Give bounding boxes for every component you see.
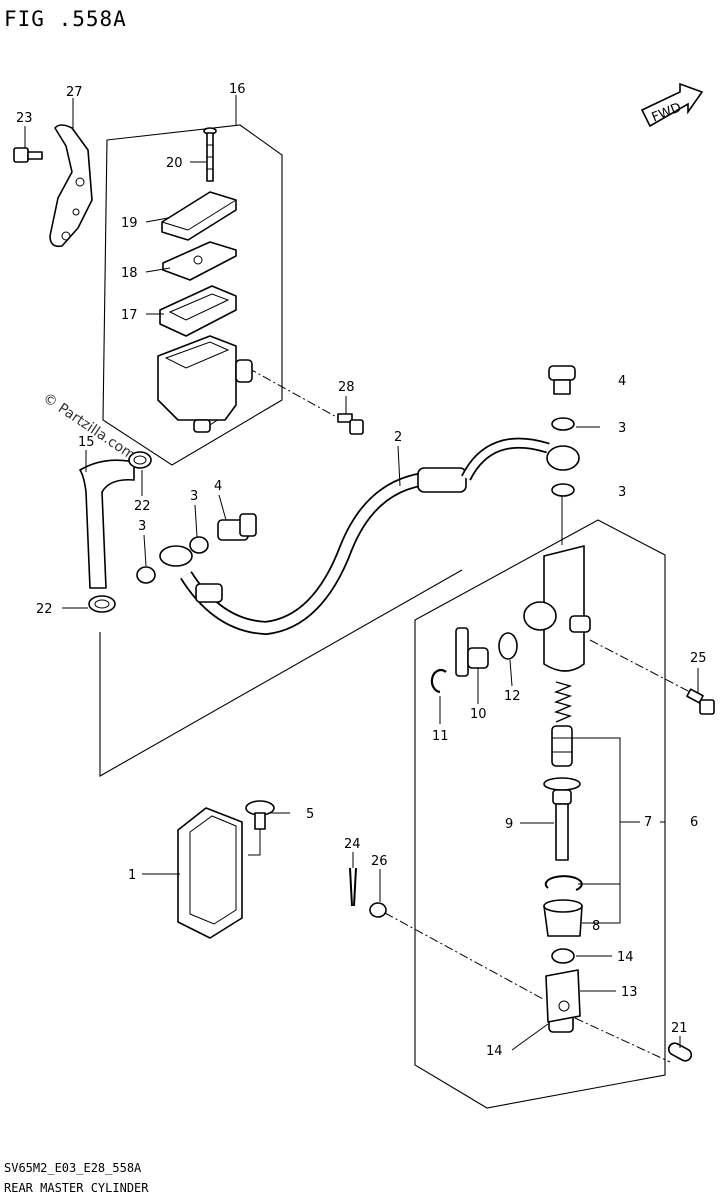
part-2-brake-hose: [159, 437, 580, 636]
callout-leaders: [24, 95, 699, 1051]
callout-12: 12: [504, 689, 521, 704]
hose-group-frame: [99, 569, 463, 777]
part-22-hose-clamp-lower: [88, 595, 116, 613]
part-9-pushrod: [543, 777, 581, 861]
callout-22-upper: 22: [134, 499, 151, 514]
callout-2: 2: [394, 430, 402, 445]
reservoir-assembly-frame: [102, 124, 283, 466]
callout-4-b: 4: [618, 374, 626, 389]
master-cylinder-assembly-frame: [414, 519, 666, 1109]
part-21-clevis-pin: [667, 1042, 693, 1062]
callout-4-a: 4: [214, 479, 222, 494]
part-7-piston-kit: [551, 681, 573, 767]
part-27-bracket: [49, 124, 93, 248]
part-20-screw: [203, 127, 217, 182]
part-14-nut-upper: [551, 948, 575, 964]
part-17-diaphragm: [159, 285, 237, 337]
watermark-text: © Partzilla.com: [40, 390, 139, 464]
part-12-o-ring: [498, 632, 518, 660]
callout-16: 16: [229, 82, 246, 97]
part-3-washer-a: [136, 566, 156, 584]
part-23-bolt: [13, 147, 43, 163]
callout-26: 26: [371, 854, 388, 869]
part-26-washer: [369, 902, 387, 918]
callout-17: 17: [121, 308, 138, 323]
fwd-direction-badge: FWD: [640, 82, 704, 128]
part-8-dust-boot: [543, 899, 583, 937]
footer-code: SV65M2_E03_E28_558A: [4, 1161, 142, 1175]
callout-3-b: 3: [190, 489, 198, 504]
callout-25: 25: [690, 651, 707, 666]
callout-7: 7: [644, 815, 652, 830]
part-3-washer-b: [189, 536, 209, 554]
part-28-bolt: [337, 413, 364, 435]
callout-3-d: 3: [618, 485, 626, 500]
part-24-cotter-pin: [349, 867, 357, 907]
callout-15: 15: [78, 435, 95, 450]
callout-14-upper: 14: [617, 950, 634, 965]
callout-14-lower: 14: [486, 1044, 503, 1059]
callout-22-lower: 22: [36, 602, 53, 617]
callout-13: 13: [621, 985, 638, 1000]
callout-6: 6: [690, 815, 698, 830]
callout-28: 28: [338, 380, 355, 395]
part-4-union-bolt-hose-end: [217, 513, 257, 541]
callout-9: 9: [505, 817, 513, 832]
part-13-clevis: [545, 969, 581, 1023]
callout-20: 20: [166, 156, 183, 171]
footer-caption: REAR MASTER CYLINDER: [4, 1181, 149, 1195]
callout-10: 10: [470, 707, 487, 722]
part-5-screw: [245, 800, 275, 830]
callout-11: 11: [432, 729, 449, 744]
part-11-circlip: [430, 669, 447, 694]
part-16-reservoir-body: [157, 335, 253, 433]
part-18-plate: [162, 241, 237, 281]
part-7-snap-ring: [544, 875, 583, 891]
part-6-master-cylinder-body: [523, 545, 591, 672]
callout-27: 27: [66, 85, 83, 100]
callout-1: 1: [128, 868, 136, 883]
callout-24: 24: [344, 837, 361, 852]
part-22-hose-clamp-upper: [128, 451, 152, 469]
part-15-reservoir-hose: [79, 459, 135, 589]
part-19-reservoir-cap: [161, 191, 237, 241]
callout-3-c: 3: [618, 421, 626, 436]
figure-label: FIG .558A: [4, 7, 127, 31]
part-1-cover: [177, 807, 243, 939]
callout-18: 18: [121, 266, 138, 281]
callout-19: 19: [121, 216, 138, 231]
part-3-washer-c: [551, 417, 575, 431]
callout-3-a: 3: [138, 519, 146, 534]
part-4-union-bolt-top: [548, 365, 576, 395]
part-10-inlet-fitting: [455, 627, 489, 677]
callout-23: 23: [16, 111, 33, 126]
callout-21: 21: [671, 1021, 688, 1036]
callout-8: 8: [592, 919, 600, 934]
callout-5: 5: [306, 807, 314, 822]
part-25-bolt: [686, 688, 715, 715]
part-3-washer-d: [551, 483, 575, 497]
callout-labels: 27 23 16 20 19 18 17 28 15 22 22 3 3 4 2…: [16, 82, 707, 1059]
